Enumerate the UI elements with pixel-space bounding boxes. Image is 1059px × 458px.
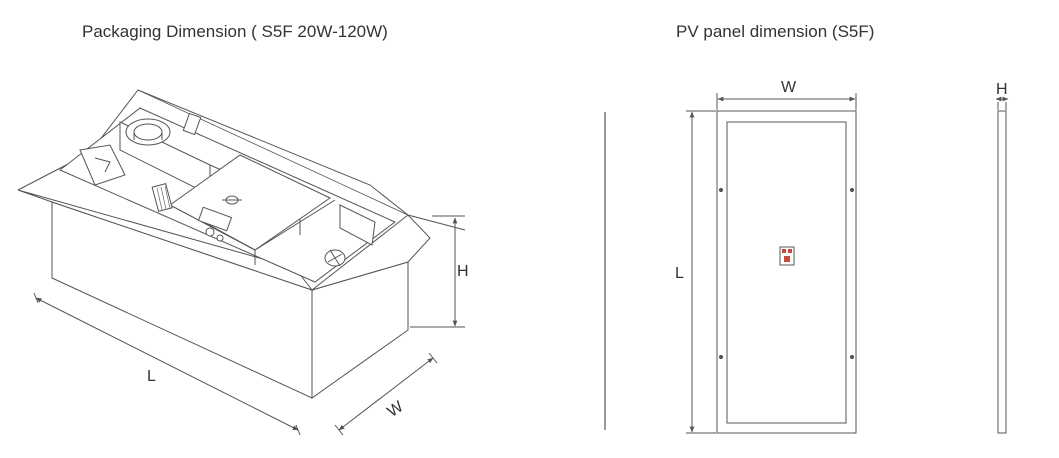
pv-thickness-label: H [996, 81, 1008, 98]
pv-panel-side-view [997, 110, 1007, 434]
packaging-height-label: H [457, 263, 469, 280]
junction-box-icon [779, 246, 795, 266]
packaging-box-illustration [17, 89, 466, 399]
pv-width-label: W [781, 79, 797, 96]
packaging-dimension-lines [33, 215, 465, 436]
packaging-width-label: W [384, 398, 407, 421]
pv-dimension-lines [686, 93, 1009, 434]
packaging-length-label: L [147, 368, 156, 385]
pv-panel-front-view [716, 110, 857, 434]
packaging-dimension-title: Packaging Dimension ( S5F 20W-120W) [82, 22, 388, 41]
pv-length-label: L [675, 265, 684, 282]
pv-panel-dimension-title: PV panel dimension (S5F) [676, 22, 875, 41]
